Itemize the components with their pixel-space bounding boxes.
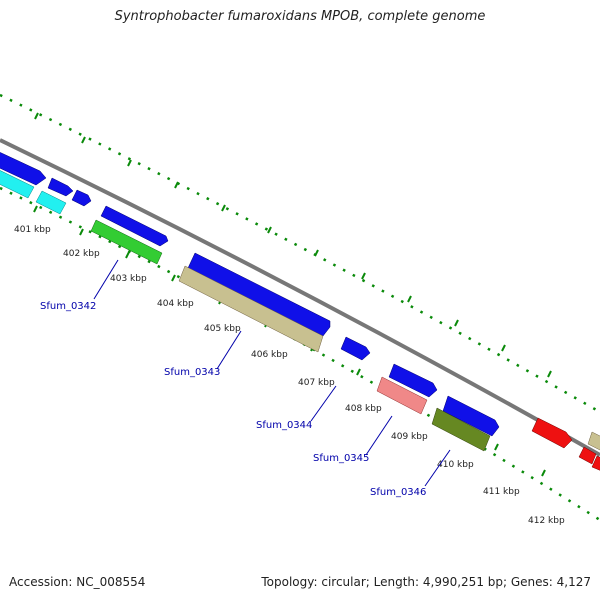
gene-label-sfum-0342[interactable]: Sfum_0342 <box>40 301 96 312</box>
gene-cyan[interactable] <box>35 190 67 215</box>
genome-title: Syntrophobacter fumaroxidans MPOB, compl… <box>114 9 486 24</box>
gene-cds[interactable] <box>388 363 438 398</box>
kbp-labels: 401 kbp 402 kbp 403 kbp 404 kbp 405 kbp … <box>14 225 565 526</box>
kbp-label: 401 kbp <box>14 225 51 235</box>
gene-olive[interactable] <box>431 407 491 452</box>
gene-red[interactable] <box>578 446 597 465</box>
kbp-label: 405 kbp <box>204 324 241 334</box>
gene-cds[interactable] <box>71 189 92 207</box>
kbp-label: 407 kbp <box>298 378 335 388</box>
gene-red[interactable] <box>531 417 573 449</box>
gene-cds[interactable] <box>100 205 169 247</box>
gene-label-sfum-0345[interactable]: Sfum_0345 <box>313 453 369 464</box>
feature-genes <box>0 168 600 472</box>
gene-green[interactable] <box>90 219 163 265</box>
gene-label-sfum-0343[interactable]: Sfum_0343 <box>164 367 220 378</box>
gene-khaki[interactable] <box>178 265 324 353</box>
kbp-label: 410 kbp <box>437 460 474 470</box>
kbp-label: 406 kbp <box>251 350 288 360</box>
kbp-label: 403 kbp <box>110 274 147 284</box>
gene-cds[interactable] <box>47 177 74 197</box>
forward-strand-genes <box>0 150 600 452</box>
gene-cds[interactable] <box>0 150 47 186</box>
kbp-label: 408 kbp <box>345 404 382 414</box>
gene-cds[interactable] <box>187 252 331 337</box>
kbp-label: 404 kbp <box>157 299 194 309</box>
kbp-label: 409 kbp <box>391 432 428 442</box>
gene-cds[interactable] <box>340 336 371 361</box>
gene-salmon[interactable] <box>376 376 428 415</box>
kbp-label: 412 kbp <box>528 516 565 526</box>
gene-khaki-partial[interactable] <box>587 431 600 452</box>
backbone-line <box>0 138 600 457</box>
kbp-label: 402 kbp <box>63 249 100 259</box>
gene-labels: Sfum_0342 Sfum_0343 Sfum_0344 Sfum_0345 … <box>40 301 426 498</box>
outer-major-ticks <box>34 112 552 378</box>
genome-summary-text: Topology: circular; Length: 4,990,251 bp… <box>261 575 591 589</box>
gene-red[interactable] <box>591 455 600 472</box>
gene-label-leaders <box>93 259 451 487</box>
kbp-label: 411 kbp <box>483 487 520 497</box>
gene-label-sfum-0346[interactable]: Sfum_0346 <box>370 487 426 498</box>
gene-label-sfum-0344[interactable]: Sfum_0344 <box>256 420 312 431</box>
gene-cds[interactable] <box>442 395 500 437</box>
inner-tick-ring <box>0 186 600 522</box>
accession-text: Accession: NC_008554 <box>9 575 146 589</box>
gene-cyan[interactable] <box>0 168 35 199</box>
